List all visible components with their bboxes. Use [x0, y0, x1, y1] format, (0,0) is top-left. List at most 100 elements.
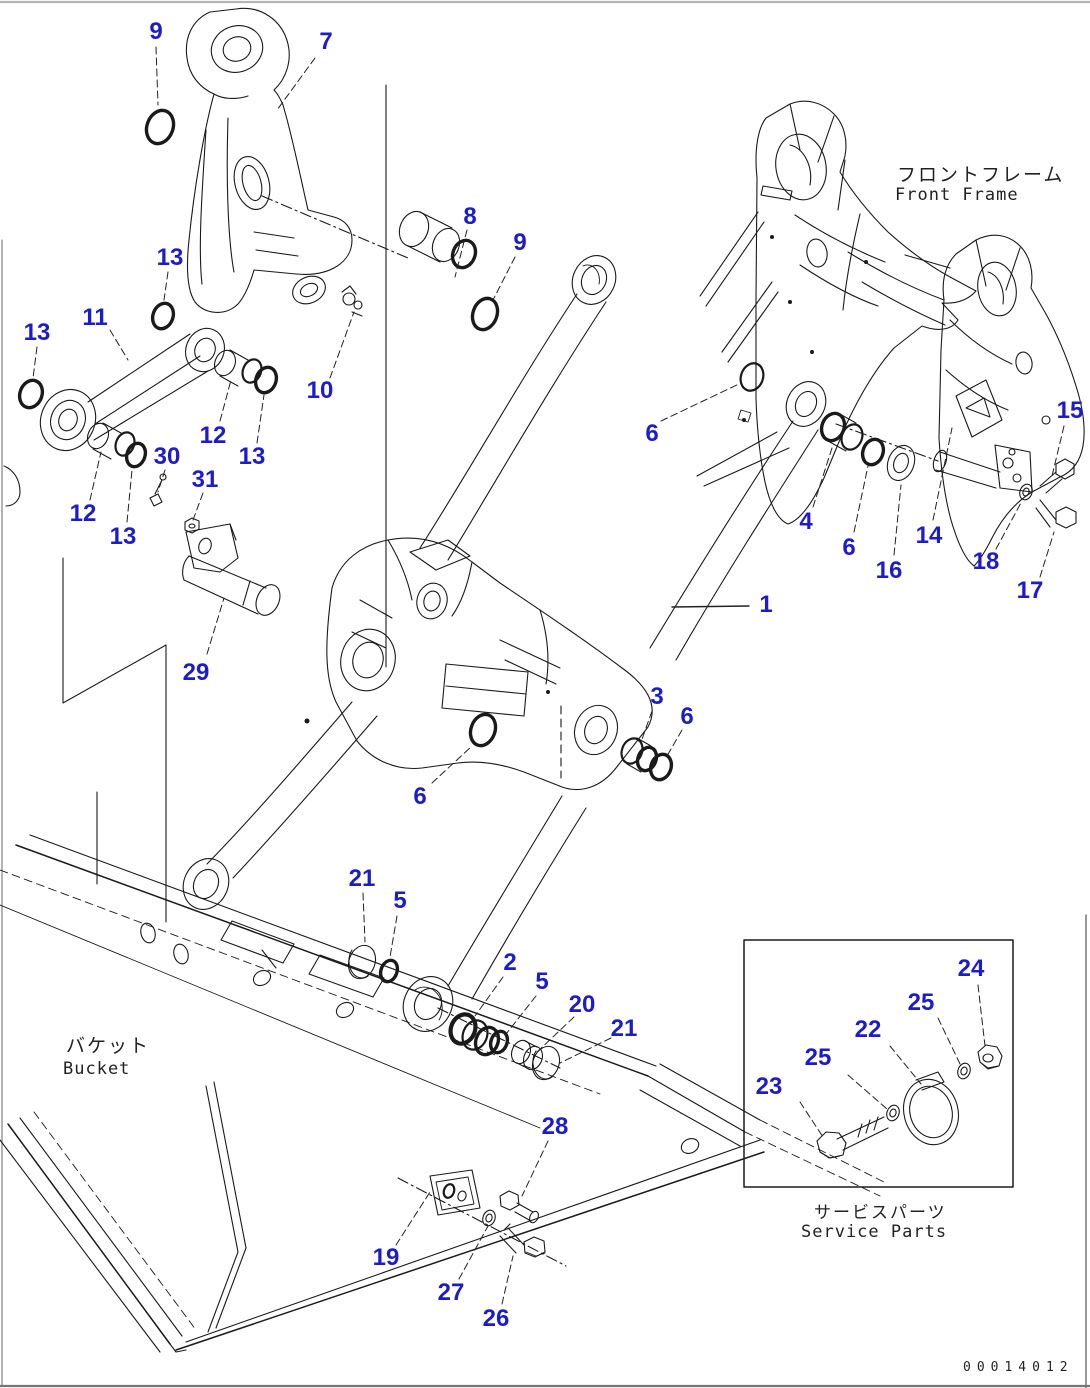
bellcrank	[185, 7, 353, 313]
front-frame-label-en: Front Frame	[895, 185, 1019, 205]
drawing-number: 00014012	[963, 1360, 1074, 1375]
callout-5-30: 5	[535, 968, 549, 995]
oring-6c	[648, 752, 674, 782]
callout-6-15: 6	[645, 420, 659, 447]
callout-5-28: 5	[393, 887, 407, 914]
callout-17-22: 17	[1016, 577, 1044, 604]
bolt-23	[816, 1116, 889, 1159]
callout-29-14: 29	[182, 659, 210, 686]
bolt-26	[499, 1223, 546, 1258]
front-frame	[696, 100, 1085, 567]
callout-18-21: 18	[972, 548, 1000, 575]
orings	[144, 108, 886, 1081]
leader-31-11	[192, 492, 204, 521]
bolt-28	[499, 1190, 539, 1224]
front-frame-label-jp: フロントフレーム	[897, 164, 1065, 186]
callout-13-9: 13	[238, 443, 266, 470]
link-and-bushings	[3, 301, 279, 507]
leader-30-10	[157, 469, 166, 493]
clamp-22	[903, 1071, 959, 1146]
leader-1-23	[671, 605, 750, 608]
callout-16-18: 16	[875, 557, 903, 584]
leader-6-26	[431, 745, 473, 784]
callout-25-38: 25	[907, 989, 935, 1016]
leader-21-27	[362, 892, 366, 943]
leader-20-31	[536, 1016, 575, 1053]
bushing-12a	[213, 349, 263, 387]
pin-14	[932, 444, 1033, 493]
ring-13b	[17, 378, 45, 410]
leader-22-39	[889, 1045, 922, 1085]
callout-23-41: 23	[755, 1073, 783, 1100]
callout-9-0: 9	[149, 18, 163, 45]
callout-25-40: 25	[804, 1044, 832, 1071]
leader-16-18	[893, 484, 902, 556]
leader-26-36	[501, 1255, 514, 1305]
bushing-8	[398, 210, 478, 270]
leader-25-38	[937, 1017, 962, 1067]
washer-25b	[957, 1062, 971, 1080]
callout-12-12: 12	[69, 500, 97, 527]
bushings	[398, 210, 1033, 1227]
leader-13-4	[163, 271, 169, 301]
seal-21b	[531, 1045, 561, 1081]
service-parts-label-en: Service Parts	[801, 1222, 948, 1242]
leader-18-21	[995, 500, 1023, 550]
leader-21-32	[559, 1037, 612, 1064]
callout-10-7: 10	[306, 377, 334, 404]
washer-25a	[886, 1104, 900, 1122]
callout-13-13: 13	[109, 523, 137, 550]
boom	[182, 255, 827, 1032]
nut-24	[977, 1044, 1003, 1070]
callout-6-25: 6	[680, 703, 694, 730]
service-parts-label-jp: サービスパーツ	[814, 1203, 947, 1223]
collar-20	[510, 1039, 544, 1071]
bolt-15	[1039, 458, 1075, 494]
leader-15-20	[1051, 425, 1065, 477]
callout-6-26: 6	[413, 783, 427, 810]
boom-cross-casting	[326, 537, 653, 791]
callout-9-3: 9	[513, 229, 527, 256]
callout-31-11: 31	[191, 466, 219, 493]
oring-9b	[470, 296, 500, 332]
oring-9a	[144, 108, 176, 146]
ring-13a	[150, 301, 176, 331]
leader-24-37	[977, 984, 986, 1047]
leader-6-25	[666, 729, 683, 757]
leader-3-24	[640, 710, 653, 743]
leader-2-29	[474, 976, 504, 1017]
leader-29-14	[206, 597, 225, 655]
seal-21a	[347, 944, 377, 980]
leader-27-35	[458, 1225, 489, 1280]
leader-5-30	[505, 995, 537, 1035]
leader-17-22	[1039, 531, 1055, 578]
leader-4-16	[812, 444, 834, 508]
bushing-4	[819, 411, 864, 452]
boom-left-arm	[182, 255, 617, 910]
callout-4-16: 4	[799, 508, 813, 535]
oring-5b	[488, 1029, 510, 1055]
callout-8-2: 8	[463, 203, 477, 230]
leader-7-1	[276, 57, 316, 111]
bolt-17	[1035, 499, 1077, 529]
leader-13-13	[126, 469, 133, 523]
callout-27-35: 27	[437, 1279, 465, 1306]
ring-13d	[124, 441, 148, 469]
callout-2-29: 2	[503, 949, 517, 976]
bushing-2	[448, 1012, 501, 1057]
seal-16	[886, 444, 916, 482]
callout-21-32: 21	[610, 1015, 638, 1042]
callout-6-17: 6	[842, 534, 856, 561]
oring-6d	[468, 712, 498, 748]
callout-26-36: 26	[482, 1305, 510, 1332]
bushing-12b	[86, 422, 136, 460]
oring-6b	[860, 437, 886, 467]
ring-13c	[253, 365, 279, 395]
leader-12-12	[89, 451, 102, 501]
bushing-3	[620, 737, 659, 773]
leader-13-6	[32, 346, 38, 379]
boom-right-arm	[402, 381, 827, 1032]
